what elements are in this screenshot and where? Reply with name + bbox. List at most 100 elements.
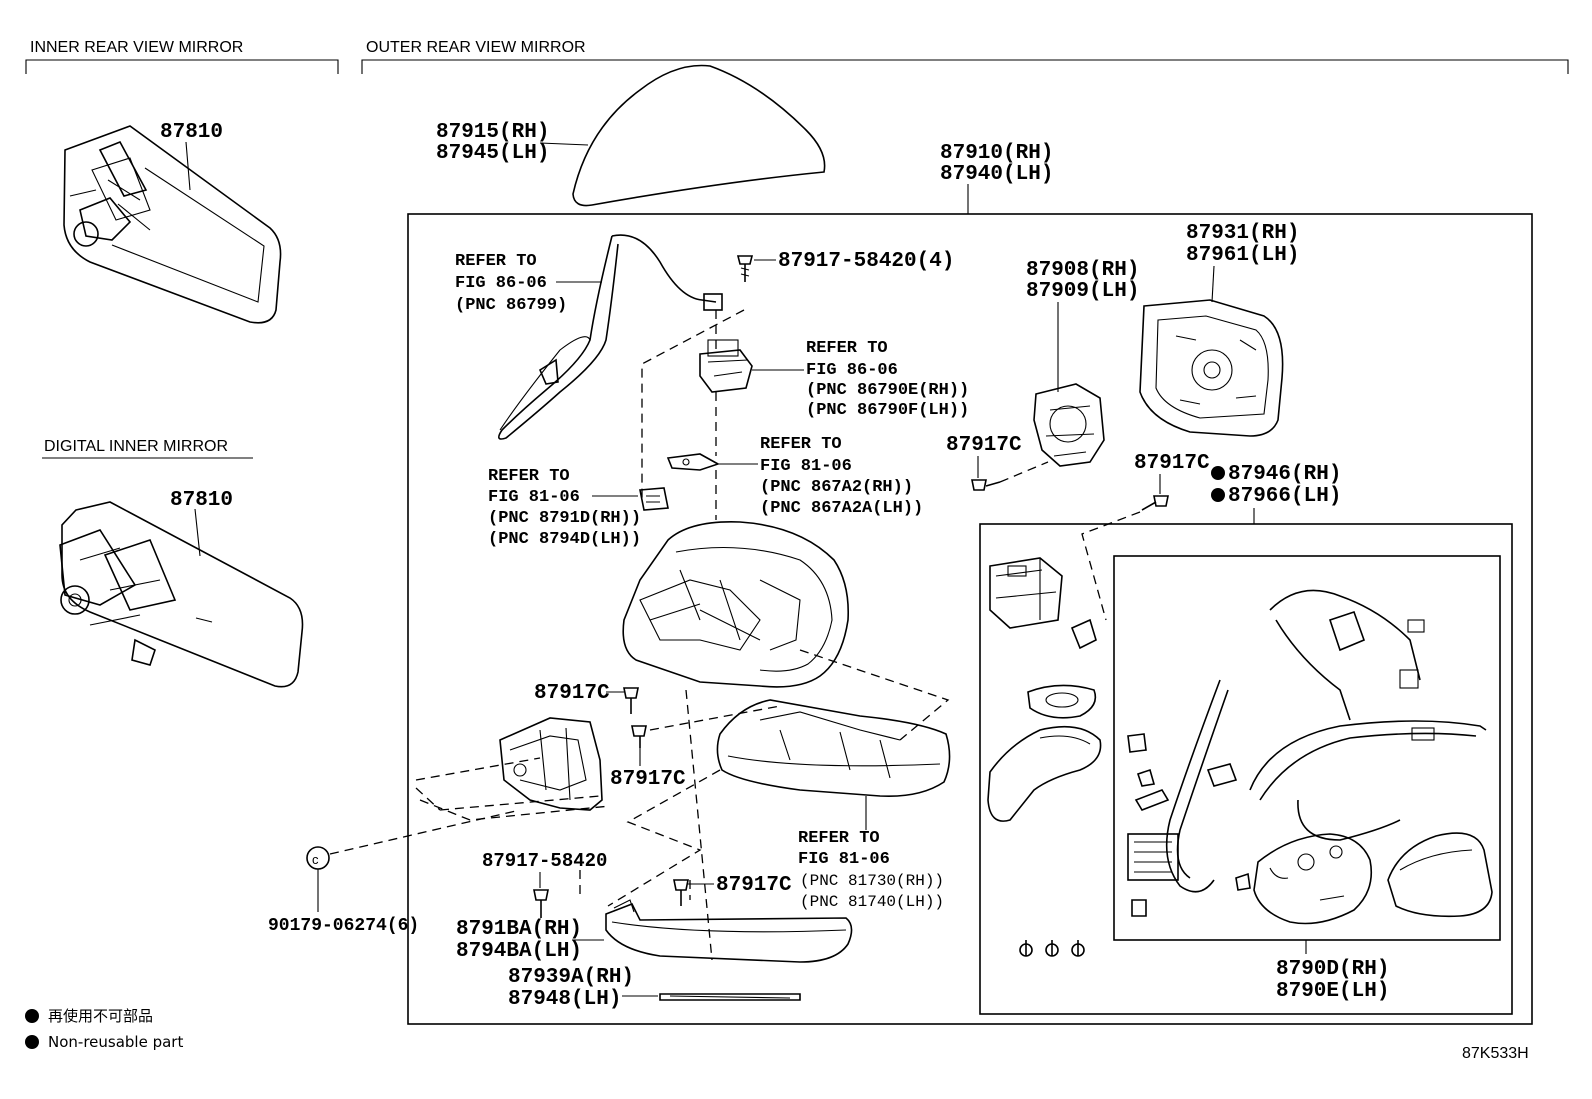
svg-text:(PNC 86790F(LH)): (PNC 86790F(LH)): [806, 401, 969, 420]
svg-text:FIG 81-06: FIG 81-06: [798, 850, 890, 869]
refer-fig-81-06-8791d: REFER TO FIG 81-06 (PNC 8791D(RH)) (PNC …: [488, 467, 641, 549]
section-outer-rear-view-mirror: OUTER REAR VIEW MIRROR: [361, 39, 1569, 74]
part-number-87945: 87945(LH): [436, 142, 549, 165]
part-number-87940: 87940(LH): [940, 163, 1053, 186]
bolts-drawing: [1019, 940, 1085, 957]
refer-fig-86-06-86790: REFER TO FIG 86-06 (PNC 86790E(RH)) (PNC…: [806, 339, 969, 420]
legend-en: Non-reusable part: [48, 1033, 183, 1051]
subassembly-frame: [979, 523, 1513, 1015]
svg-text:REFER TO: REFER TO: [798, 829, 880, 848]
screw-icon: [736, 255, 754, 282]
part-number-87946: 87946(RH): [1228, 463, 1341, 486]
part-number-87909: 87909(LH): [1026, 280, 1139, 303]
diagram-code: 87K533H: [1462, 1045, 1529, 1062]
screw-icon: [673, 879, 689, 906]
digital-mirror-drawing: [59, 501, 304, 688]
bracket-867a2-drawing: [666, 453, 720, 471]
section-inner-rear-view-mirror: INNER REAR VIEW MIRROR: [25, 39, 339, 74]
svg-text:(PNC 81740(LH)): (PNC 81740(LH)): [800, 893, 944, 911]
part-number-87961: 87961(LH): [1186, 244, 1299, 267]
part-number-87917c-c: 87917C: [716, 874, 792, 897]
part-number-87810-digital: 87810: [170, 489, 233, 512]
mirror-cover-drawing: [572, 64, 826, 207]
gasket-drawing: [1027, 684, 1097, 719]
part-number-87939a: 87939A(RH): [508, 966, 634, 989]
part-number-8791ba: 8791BA(RH): [456, 918, 582, 941]
part-number-8790d: 8790D(RH): [1276, 958, 1389, 981]
screw-icon: [533, 889, 549, 918]
part-number-87917c-a: 87917C: [534, 682, 610, 705]
legend: 再使用不可部品 Non-reusable part: [25, 1007, 183, 1051]
non-reusable-marker-icon: [1211, 466, 1225, 480]
mirror-glass-drawing: [1139, 299, 1284, 437]
lower-cover-drawing: [605, 899, 853, 963]
part-number-8794ba: 8794BA(LH): [456, 940, 582, 963]
svg-text:REFER TO: REFER TO: [760, 435, 842, 454]
connector-cluster-drawing: [1127, 610, 1366, 917]
part-number-87966: 87966(LH): [1228, 485, 1341, 508]
mirror-base-arm-drawing: [987, 725, 1102, 822]
non-reusable-marker-icon: [25, 1035, 39, 1049]
section-digital-inner-mirror: DIGITAL INNER MIRROR: [42, 438, 253, 459]
mirror-housing-drawing: [622, 521, 850, 688]
non-reusable-marker-icon: [1211, 488, 1225, 502]
svg-text:FIG 81-06: FIG 81-06: [760, 457, 852, 476]
svg-text:c: c: [312, 852, 319, 867]
refer-fig-86-06-86799: REFER TO FIG 86-06 (PNC 86799): [455, 252, 567, 315]
part-number-87948: 87948(LH): [508, 988, 621, 1011]
svg-text:(PNC 86790E(RH)): (PNC 86790E(RH)): [806, 381, 969, 400]
part-number-87931: 87931(RH): [1186, 222, 1299, 245]
part-number-87917c-b: 87917C: [610, 768, 686, 791]
svg-text:REFER TO: REFER TO: [488, 467, 570, 486]
section-title-digital: DIGITAL INNER MIRROR: [44, 438, 228, 455]
svg-text:(PNC 86799): (PNC 86799): [455, 296, 567, 315]
part-number-87908: 87908(RH): [1026, 259, 1139, 282]
part-number-87810-inner: 87810: [160, 121, 223, 144]
part-number-87917c-d: 87917C: [946, 434, 1022, 457]
screw-icon: [623, 687, 639, 714]
refer-fig-81-06-867a2: REFER TO FIG 81-06 (PNC 867A2(RH)) (PNC …: [760, 435, 923, 518]
part-number-87915: 87915(RH): [436, 121, 549, 144]
assembly-frame: [407, 213, 1533, 1025]
svg-text:FIG 81-06: FIG 81-06: [488, 488, 580, 507]
svg-text:(PNC 81730(RH)): (PNC 81730(RH)): [800, 872, 944, 890]
folding-bracket-drawing: [499, 717, 603, 811]
part-number-87917-58420-4: 87917-58420(4): [778, 250, 954, 273]
part-number-8790e: 8790E(LH): [1276, 980, 1389, 1003]
bottom-plate-drawing: [659, 993, 801, 1001]
inner-mirror-drawing: [63, 125, 282, 324]
part-number-87917c-e: 87917C: [1134, 452, 1210, 475]
actuator-motor-drawing: [699, 339, 753, 393]
part-number-87917-58420: 87917-58420: [482, 850, 607, 872]
svg-text:(PNC 8791D(RH)): (PNC 8791D(RH)): [488, 509, 641, 528]
motor-unit-drawing: [989, 557, 1063, 629]
part-number-90179-06274: 90179-06274(6): [268, 916, 419, 936]
svg-text:REFER TO: REFER TO: [455, 252, 537, 271]
svg-text:(PNC 867A2(RH)): (PNC 867A2(RH)): [760, 478, 913, 497]
clip-icon: c: [306, 846, 330, 870]
refer-fig-81-06-81730: REFER TO FIG 81-06 (PNC 81730(RH)) (PNC …: [798, 829, 944, 911]
non-reusable-marker-icon: [25, 1009, 39, 1023]
mirror-base-drawing: [1033, 383, 1105, 467]
heater-plate-drawing: [1253, 833, 1373, 925]
inner-subassembly-frame: [1113, 555, 1501, 941]
svg-text:(PNC 8794D(LH)): (PNC 8794D(LH)): [488, 530, 641, 549]
subassembly-harness-drawing: [1165, 589, 1487, 893]
svg-text:REFER TO: REFER TO: [806, 339, 888, 358]
wire-harness-drawing: [498, 234, 723, 440]
screw-icon: [971, 479, 1001, 491]
part-number-87910: 87910(RH): [940, 142, 1053, 165]
turn-signal-lamp-drawing: [716, 699, 951, 798]
svg-text:(PNC 867A2A(LH)): (PNC 867A2A(LH)): [760, 499, 923, 518]
connector-8791d-drawing: [639, 487, 669, 511]
svg-text:FIG 86-06: FIG 86-06: [455, 274, 547, 293]
legend-jp: 再使用不可部品: [48, 1007, 153, 1025]
screw-icon: [1141, 495, 1169, 511]
clip-small-drawing: [1070, 618, 1097, 650]
cover-piece-drawing: [1387, 832, 1493, 918]
section-title-inner: INNER REAR VIEW MIRROR: [30, 39, 243, 56]
section-title-outer: OUTER REAR VIEW MIRROR: [366, 39, 586, 56]
svg-text:FIG 86-06: FIG 86-06: [806, 361, 898, 380]
screw-icon: [631, 725, 647, 748]
